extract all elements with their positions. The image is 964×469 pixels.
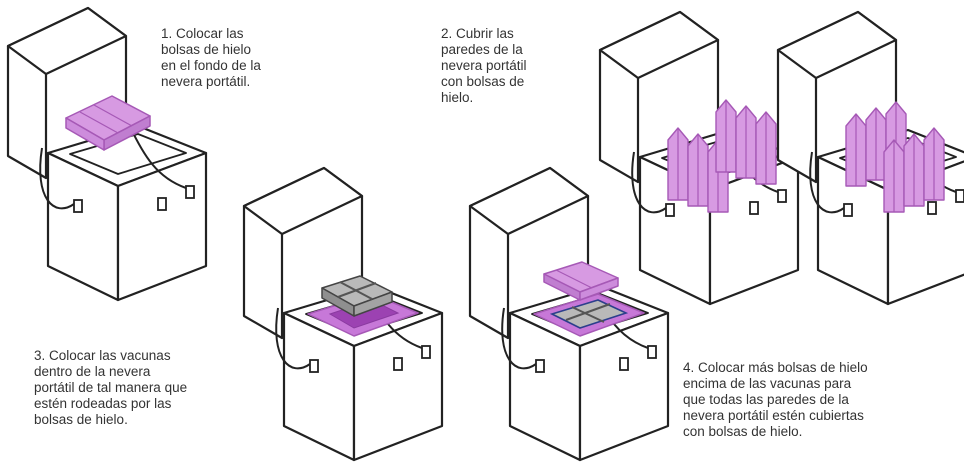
step-3-line: 3. Colocar las vacunas — [34, 348, 171, 363]
step-3-line: dentro de la nevera — [34, 364, 151, 379]
step-4-line: 4. Colocar más bolsas de hielo — [683, 360, 868, 375]
ice-packs-top-step-4 — [543, 261, 619, 301]
ice-packs-bottom — [65, 95, 151, 151]
step-1-line: bolsas de hielo — [161, 42, 252, 57]
step-2-line: hielo. — [441, 90, 474, 105]
step-3-instruction: 3. Colocar las vacunas dentro de la neve… — [34, 348, 187, 428]
step-4-line: nevera portátil estén cubiertas — [683, 408, 864, 423]
step-1-line: nevera portátil. — [161, 74, 251, 89]
step-2-line: 2. Cubrir las — [441, 26, 514, 41]
step-3-line: portátil de tal manera que — [34, 380, 188, 395]
step-3-line: bolsas de hielo. — [34, 412, 128, 427]
vaccines-inside-step-4 — [533, 293, 645, 337]
step-4-instruction: 4. Colocar más bolsas de hielo encima de… — [683, 360, 868, 440]
step-3-line: estén rodeadas por las — [34, 396, 172, 411]
step-4-line: encima de las vacunas para — [683, 376, 852, 391]
step-2-line: con bolsas de — [441, 74, 525, 89]
step-4-line: que todas las paredes de la — [683, 392, 849, 407]
vaccine-box-step-3 — [321, 275, 393, 317]
step-1-line: en el fondo de la — [161, 58, 261, 73]
step-2-instruction: 2. Cubrir las paredes de la nevera portá… — [441, 26, 527, 106]
step-1-line: 1. Colocar las — [161, 26, 244, 41]
step-2-line: nevera portátil — [441, 58, 527, 73]
step-4-line: con bolsas de hielo. — [683, 424, 803, 439]
step-1-instruction: 1. Colocar las bolsas de hielo en el fon… — [161, 26, 261, 90]
step-2-line: paredes de la — [441, 42, 523, 57]
